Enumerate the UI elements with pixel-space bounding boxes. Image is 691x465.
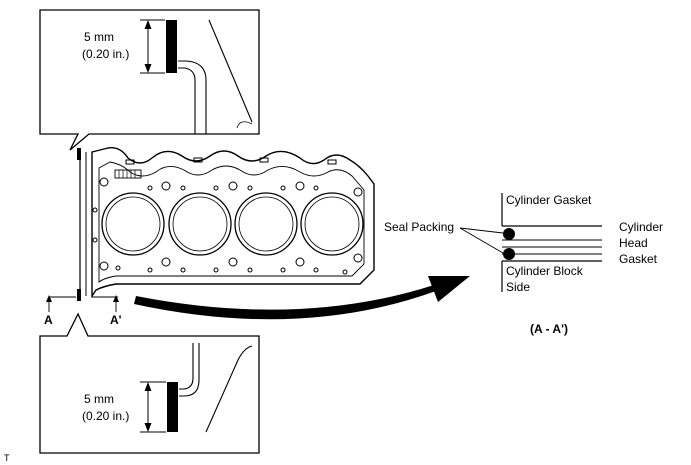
seal-packing-lower — [503, 248, 515, 260]
plan-seal-mark-top — [77, 148, 81, 160]
cylinder-bore-3 — [234, 192, 298, 256]
bottom-dimension — [140, 381, 166, 433]
bottom-detail-inset: 5 mm (0.20 in.) — [39, 312, 260, 454]
cylinder-bore-2 — [168, 192, 232, 256]
section-caption: (A - A') — [530, 322, 568, 336]
label-cylinder-block-side-1: Cylinder Block — [506, 264, 584, 278]
top-dimension — [140, 19, 165, 74]
bottom-dimension-in: (0.20 in.) — [82, 409, 129, 423]
section-line-a — [46, 295, 119, 312]
plan-seal-mark-bottom — [77, 289, 81, 301]
bottom-dimension-mm: 5 mm — [84, 392, 114, 406]
seal-bead-top — [166, 20, 177, 73]
corner-mark: T — [4, 453, 10, 463]
cylinder-bore-4 — [300, 192, 364, 256]
cylinder-bore-1 — [101, 192, 165, 256]
label-seal-packing: Seal Packing — [384, 220, 454, 234]
seal-bead-bottom — [167, 382, 178, 432]
label-cylinder-head-gasket-2: Head — [619, 236, 648, 250]
curved-arrow — [134, 276, 470, 320]
seal-packing-upper — [503, 228, 515, 240]
label-cylinder-head-gasket-3: Gasket — [619, 252, 658, 266]
top-detail-inset: 5 mm (0.20 in.) — [39, 9, 260, 151]
label-cylinder-head-gasket-1: Cylinder — [619, 220, 663, 234]
label-cylinder-block-side-2: Side — [506, 280, 530, 294]
label-cylinder-gasket: Cylinder Gasket — [506, 193, 592, 207]
section-marker-a: A — [44, 313, 53, 327]
top-dimension-in: (0.20 in.) — [82, 47, 129, 61]
gasket-holes — [92, 157, 363, 275]
cross-section — [459, 193, 602, 292]
section-marker-a-prime: A' — [110, 313, 122, 327]
top-dimension-mm: 5 mm — [84, 30, 114, 44]
gasket-plan-view — [77, 147, 375, 301]
